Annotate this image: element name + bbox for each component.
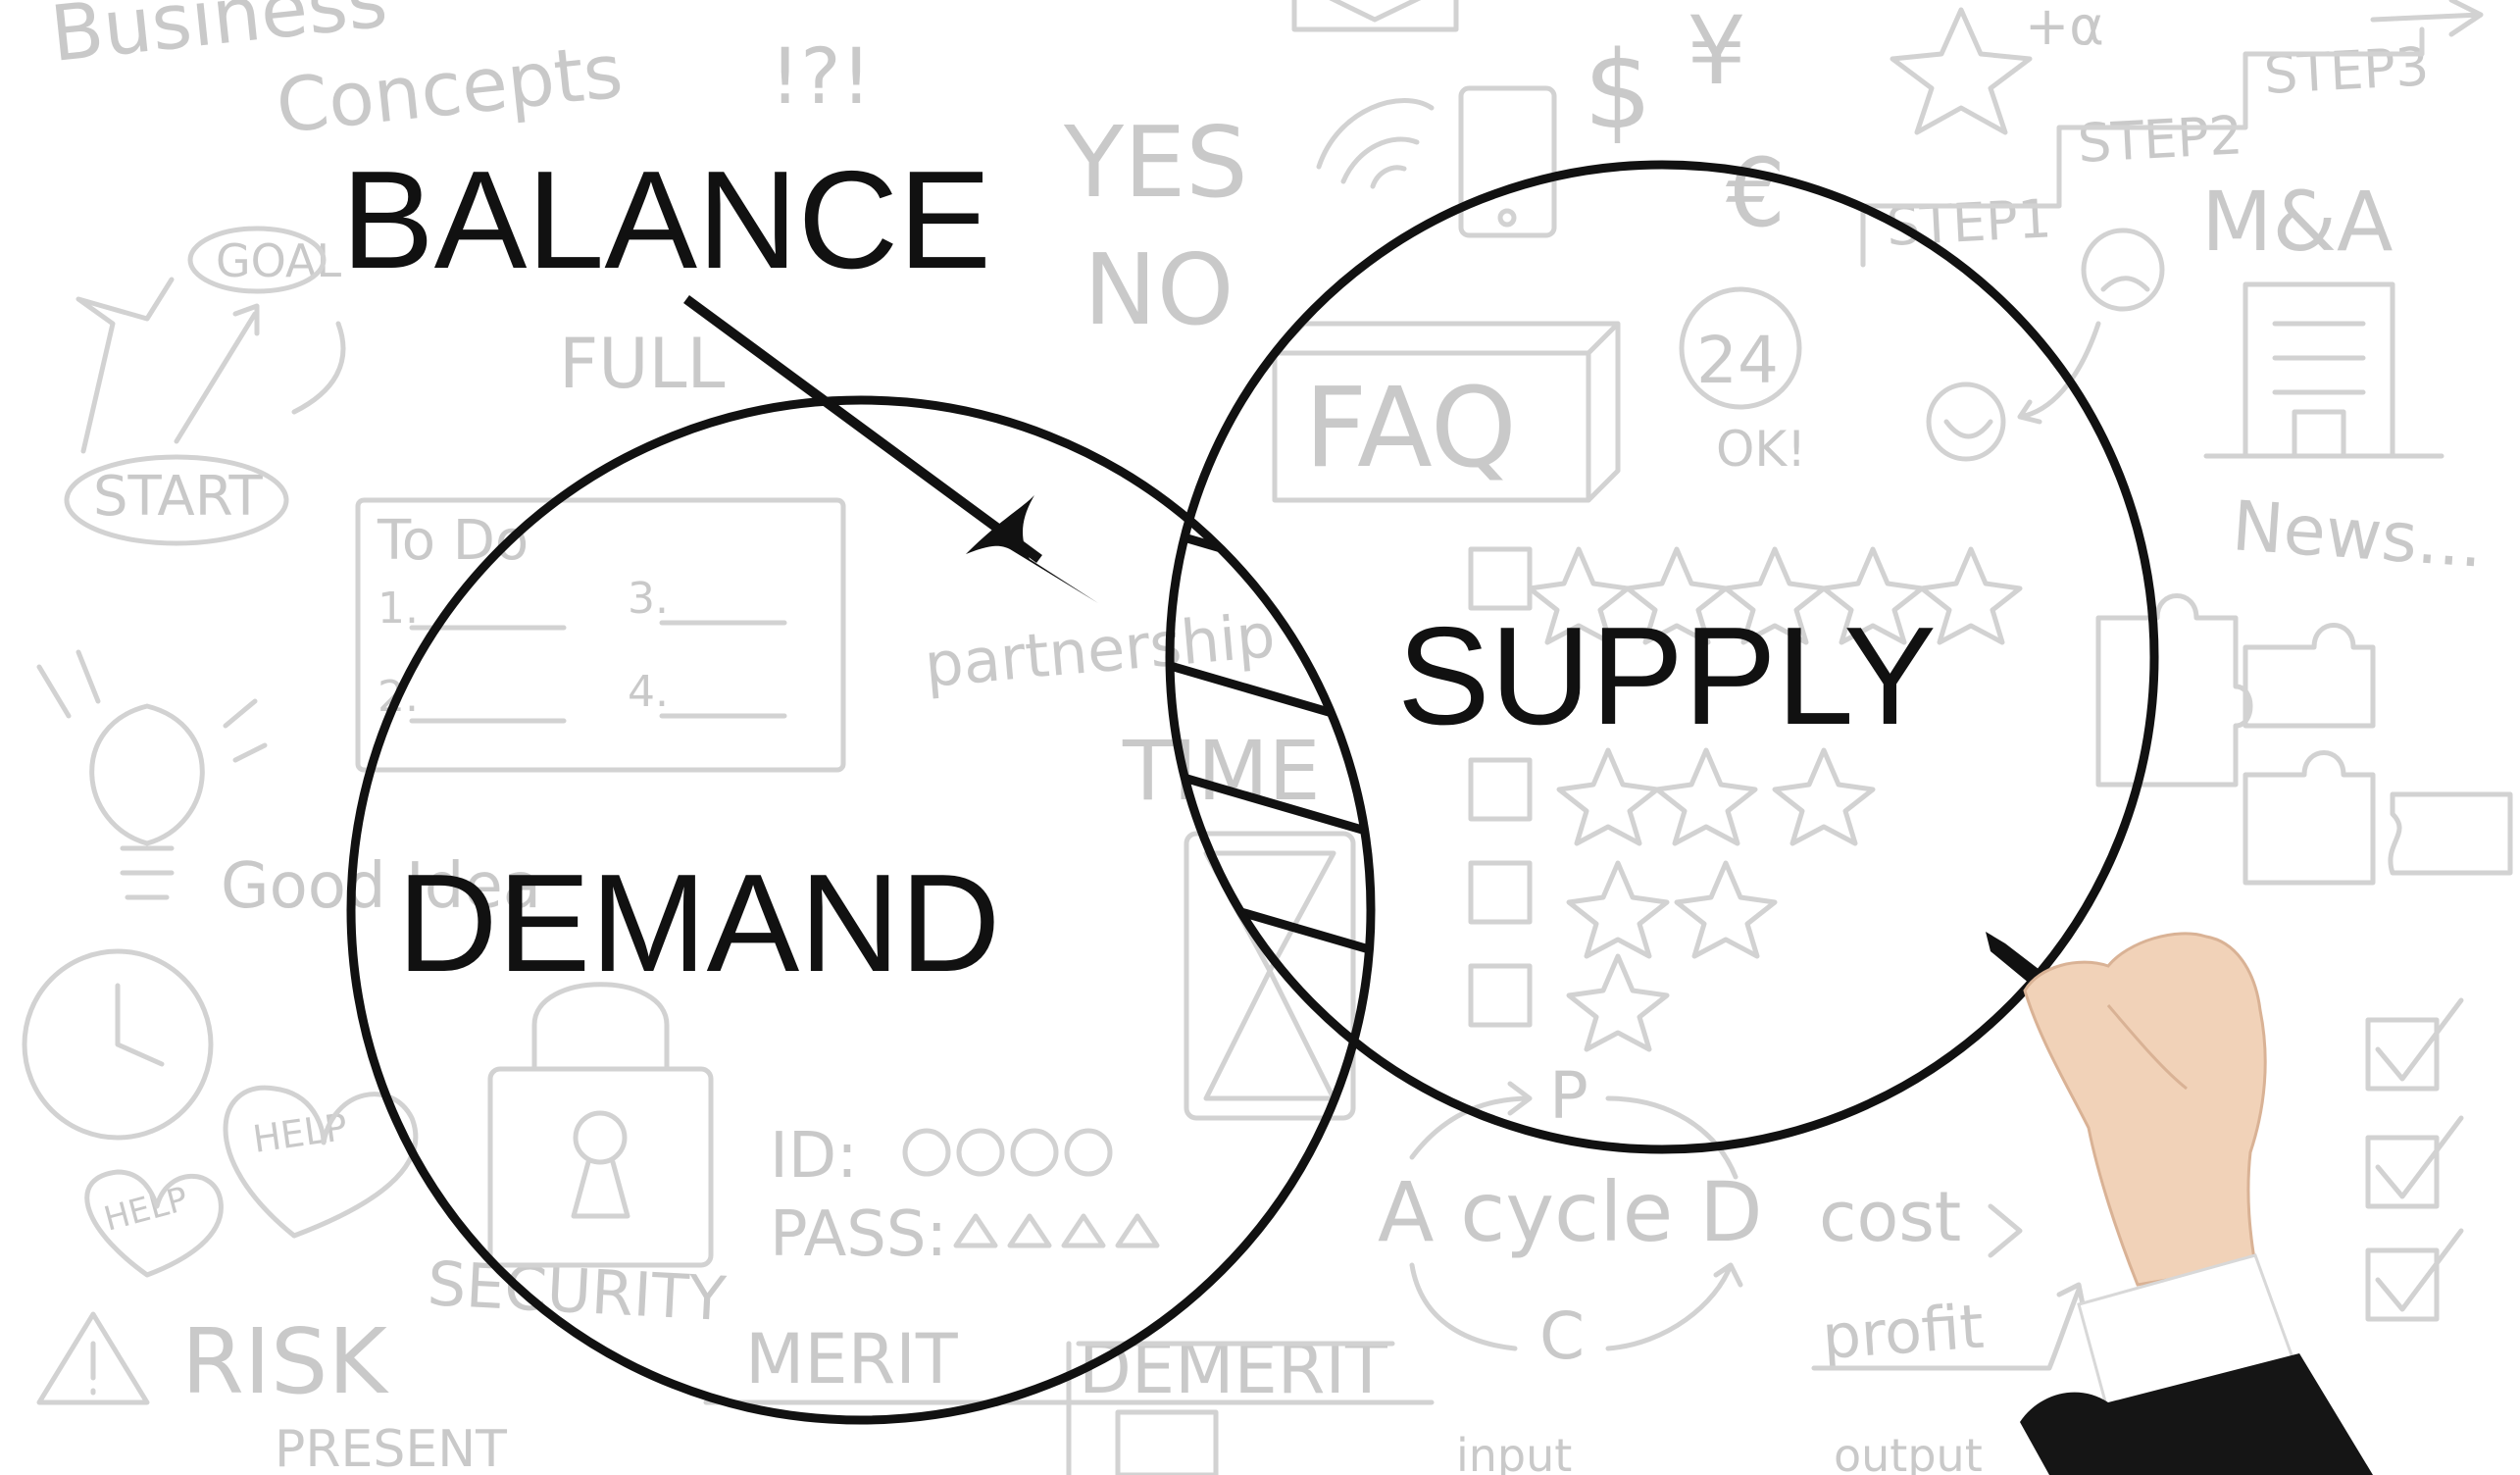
- doodle-demerit: DEMERIT: [1079, 1329, 1387, 1409]
- wifi-icon: [1316, 98, 1435, 189]
- doodle-dollar: $: [1584, 27, 1652, 153]
- doodle-exclaim: !?!: [770, 33, 872, 122]
- venn-diagram: BALANCE SUPPLY DEMAND: [341, 142, 2159, 1425]
- doodle-yen: ¥: [1687, 0, 1746, 106]
- steps-stairs: [1860, 0, 2484, 268]
- doodle-m-and-a: M&A: [2201, 174, 2393, 270]
- hand: [2023, 932, 2267, 1287]
- doodle-step3: STEP3: [2262, 35, 2430, 106]
- doodle-output: output: [1834, 1429, 1983, 1475]
- clock-24: [1679, 286, 1802, 410]
- padlock-icon: [487, 982, 714, 1268]
- doodle-pass: PASS:: [770, 1198, 947, 1271]
- doodle-profit: profit: [1820, 1291, 1986, 1373]
- doodle-faq: FAQ: [1304, 365, 1517, 492]
- doodle-present: PRESENT: [275, 1420, 507, 1475]
- doodle-cost: cost: [1819, 1177, 1961, 1257]
- doodle-c: C: [1539, 1298, 1585, 1374]
- heart-icon: [84, 1085, 419, 1278]
- cycle-arrows: [1409, 1081, 1743, 1351]
- envelope-icon: [1291, 0, 1459, 32]
- demand-circle: [346, 395, 1376, 1425]
- hand-with-pen: [1986, 932, 2373, 1475]
- doodle-todo-4: 4.: [628, 667, 669, 717]
- doodle-security: SECURITY: [426, 1247, 728, 1335]
- doodle-todo-3: 3.: [628, 574, 669, 624]
- doodle-step2: STEP2: [2076, 104, 2243, 175]
- todo-board: [355, 497, 846, 773]
- doodle-news: News...: [2230, 485, 2486, 584]
- supply-label: SUPPLY: [1397, 598, 1937, 754]
- checkbox-icon: [1468, 546, 2464, 1322]
- doodle-input: input: [1456, 1429, 1572, 1475]
- building-icon: [2203, 281, 2444, 459]
- doodle-euro: €: [1726, 138, 1786, 248]
- doodle-start: START: [93, 465, 264, 529]
- doodle-no: NO: [1084, 232, 1235, 347]
- warning-icon: [36, 1311, 150, 1405]
- profit-arrow: [1811, 1203, 2087, 1371]
- hourglass-icon: [1184, 831, 1356, 1121]
- doodle-a-cycle-d: A cycle D: [1378, 1164, 1763, 1260]
- doodle-24: 24: [1696, 323, 1779, 398]
- smiley-icon: [1926, 228, 2165, 462]
- doodle-p: P: [1549, 1058, 1588, 1134]
- balance-label: BALANCE: [341, 142, 991, 298]
- suit-sleeve: [2020, 1353, 2373, 1475]
- overlap-hatching-lines: [1170, 490, 1371, 1089]
- doodle-goal: GOAL: [216, 234, 342, 287]
- pass-circles: [902, 1128, 1160, 1248]
- lightbulb-icon: [36, 649, 268, 900]
- doodle-time: TIME: [1122, 723, 1321, 819]
- supply-circle: [1165, 160, 2159, 1154]
- demand-label: DEMAND: [397, 845, 1000, 1001]
- doodle-merit: MERIT: [745, 1319, 958, 1399]
- doodle-yes: YES: [1063, 105, 1248, 220]
- chart-arrows: [76, 277, 346, 454]
- doodle-risk: RISK: [181, 1309, 389, 1414]
- background-doodles: Business Concepts !?! YES NO GOAL FULL S…: [22, 0, 2513, 1475]
- goal-bubble: [187, 226, 327, 294]
- doodle-plus-alpha: +α: [2025, 0, 2104, 57]
- tablet-icon: [1458, 85, 1557, 238]
- star-icon: [1890, 7, 2033, 135]
- doodle-step1: STEP1: [1885, 187, 2052, 258]
- stars-grid: [1527, 546, 2023, 1052]
- clock-icon: [22, 948, 214, 1141]
- balance-arrow: [683, 294, 1098, 603]
- puzzle-icon: [2095, 593, 2513, 886]
- doodle-ok: OK!: [1716, 421, 1806, 478]
- doodle-full: FULL: [559, 324, 726, 404]
- start-bubble: [64, 454, 289, 546]
- doodle-id: ID:: [770, 1120, 858, 1193]
- doodle-todo-1: 1.: [378, 584, 419, 634]
- doodle-good-idea: Good Idea: [221, 850, 541, 923]
